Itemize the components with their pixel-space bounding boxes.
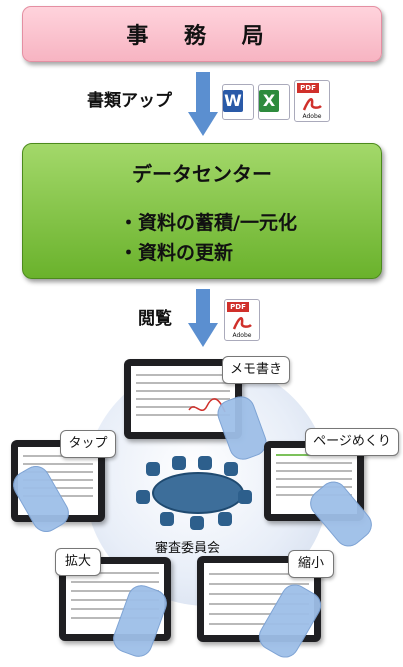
- adobe-caption: Adobe: [302, 113, 322, 120]
- chair-icon: [146, 462, 160, 476]
- down-arrow-view: [188, 289, 218, 347]
- word-icon: W: [222, 84, 254, 120]
- callout-page: ページめくり: [305, 428, 399, 456]
- datacenter-item-accumulate: ・資料の蓄積/一元化: [119, 212, 297, 234]
- pdf-caption: PDF: [227, 302, 249, 312]
- zoom-in-label: 拡大: [64, 554, 91, 569]
- chair-icon: [172, 456, 186, 470]
- datacenter-item-update: ・資料の更新: [119, 242, 234, 264]
- chair-icon: [238, 490, 252, 504]
- view-label: 閲覧: [138, 309, 172, 329]
- office-box: 事 務 局: [22, 6, 382, 62]
- callout-memo: メモ書き: [222, 356, 290, 384]
- excel-icon: X: [258, 84, 290, 120]
- callout-zoom-in: 拡大: [55, 548, 101, 576]
- zoom-out-label: 縮小: [297, 556, 324, 571]
- handwriting-mark: [188, 398, 226, 413]
- upload-label: 書類アップ: [87, 91, 172, 111]
- committee-label: 審査委員会: [155, 541, 221, 556]
- pdf-caption: PDF: [297, 83, 319, 93]
- chair-icon: [224, 462, 238, 476]
- chair-icon: [198, 456, 212, 470]
- acrobat-icon: [302, 97, 322, 111]
- down-arrow-upload: [188, 72, 218, 136]
- pdf-icon: PDF Adobe: [224, 299, 260, 341]
- adobe-caption: Adobe: [232, 332, 252, 339]
- callout-tap: タップ: [60, 430, 116, 458]
- memo-label: メモ書き: [229, 362, 282, 377]
- office-label: 事 務 局: [126, 24, 278, 49]
- page-label: ページめくり: [313, 434, 391, 449]
- chair-icon: [160, 512, 174, 526]
- meeting-table-icon: [152, 472, 244, 514]
- datacenter-title: データセンター: [132, 162, 272, 186]
- acrobat-icon: [232, 316, 252, 330]
- tap-label: タップ: [68, 436, 108, 451]
- datacenter-box: データセンター ・資料の蓄積/一元化 ・資料の更新: [22, 143, 382, 279]
- pdf-icon: PDF Adobe: [294, 80, 330, 122]
- callout-zoom-out: 縮小: [288, 550, 334, 578]
- chair-icon: [136, 490, 150, 504]
- chair-icon: [190, 516, 204, 530]
- chair-icon: [218, 512, 232, 526]
